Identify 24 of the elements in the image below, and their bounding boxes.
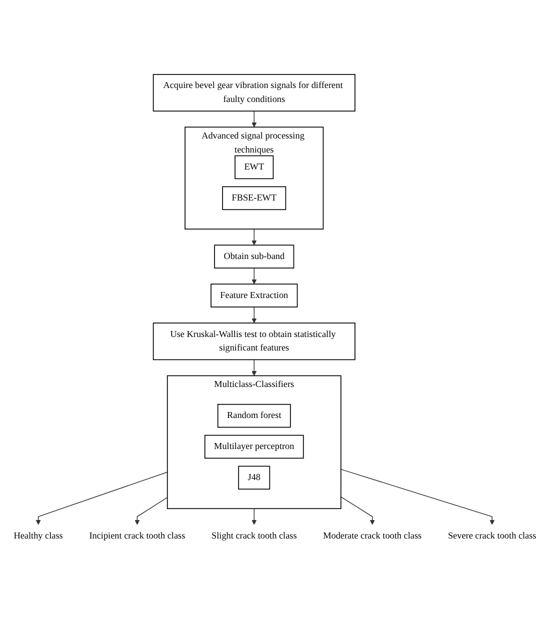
arrow [134, 497, 168, 525]
arrow [252, 508, 257, 525]
node-box: Acquire bevel gear vibration signals for different faulty conditions [152, 74, 356, 112]
node-box: Multilayer perceptron [204, 434, 304, 459]
node-box: Use Kruskal-Wallis test to obtain statistically significant features [152, 322, 356, 360]
node-box: Feature Extraction [210, 284, 298, 308]
arrow [252, 359, 257, 376]
node-text: Incipient crack tooth class [89, 530, 186, 541]
arrow [252, 306, 257, 324]
arrow [252, 268, 257, 284]
node-text: Moderate crack tooth class [323, 530, 422, 541]
node-text: Slight crack tooth class [212, 530, 297, 541]
node-text: Severe crack tooth class [448, 530, 536, 541]
arrow [340, 496, 375, 525]
node-box: Obtain sub-band [214, 244, 294, 268]
node-box: J48 [238, 466, 270, 490]
node-box: Random forest [217, 404, 291, 428]
arrow [340, 468, 495, 525]
node-box: EWT [234, 155, 274, 180]
arrow [252, 110, 257, 128]
arrow [252, 228, 257, 246]
node-box: FBSE-EWT [222, 186, 286, 210]
node-text: Healthy class [14, 530, 63, 541]
arrow [36, 472, 168, 525]
